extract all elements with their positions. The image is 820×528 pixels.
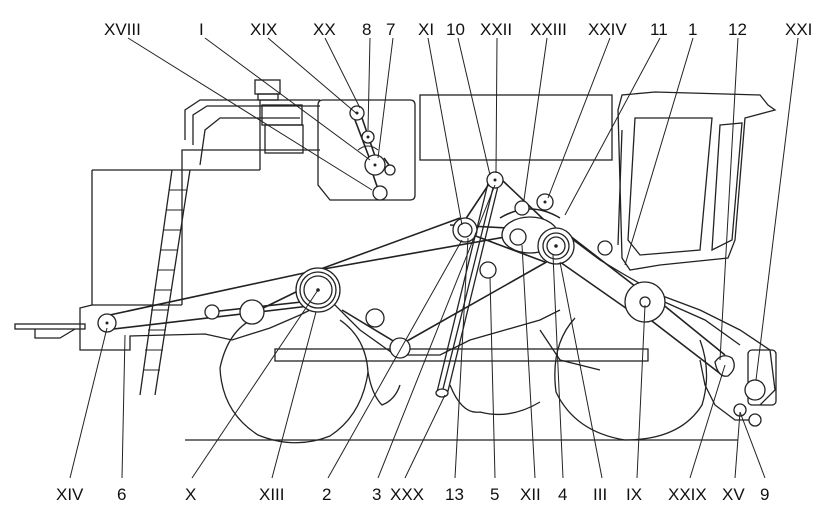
label-xviii: XVIII: [104, 20, 141, 39]
pulleys: [97, 105, 735, 377]
label-xiv: XIV: [56, 485, 84, 504]
engine-compartment: [317, 99, 416, 201]
label-xix: XIX: [250, 20, 277, 39]
label-xxiii: XXIII: [530, 20, 567, 39]
left-platform: [14, 323, 86, 339]
label-xiii: XIII: [259, 485, 285, 504]
inclined-conveyor: [435, 174, 501, 398]
drive-belts: [104, 174, 726, 376]
air-intake: [254, 79, 304, 154]
leader-lines: [69, 37, 799, 479]
label-xxix: XXIX: [668, 485, 707, 504]
handrail: [184, 99, 320, 170]
label-11: 11: [650, 20, 668, 39]
ladder: [139, 169, 191, 396]
label-xi: XI: [418, 20, 434, 39]
rear-wheel: [219, 317, 369, 444]
labels-bottom: XIV 6 X XIII 2 3 XXX 13 5 XII 4 III IX X…: [56, 485, 769, 504]
label-12: 12: [728, 20, 747, 39]
label-xx: XX: [313, 20, 336, 39]
label-iii: III: [593, 485, 607, 504]
header: [733, 349, 777, 427]
label-10: 10: [446, 20, 465, 39]
label-2: 2: [322, 485, 331, 504]
label-xv: XV: [722, 485, 745, 504]
label-8: 8: [362, 20, 371, 39]
label-4: 4: [558, 485, 567, 504]
engine-belts: [351, 111, 395, 196]
label-6: 6: [117, 485, 126, 504]
label-7: 7: [386, 20, 395, 39]
label-xxi: XXI: [785, 20, 812, 39]
label-ix: IX: [626, 485, 642, 504]
label-3: 3: [372, 485, 381, 504]
label-x: X: [185, 485, 196, 504]
underside-curve: [449, 384, 541, 416]
label-13: 13: [445, 485, 464, 504]
label-xxiv: XXIV: [588, 20, 627, 39]
label-xxii: XXII: [480, 20, 512, 39]
front-wheel: [554, 317, 708, 441]
label-xii: XII: [520, 485, 541, 504]
label-9: 9: [760, 485, 769, 504]
labels-top: XVIII I XIX XX 8 7 XI 10 XXII XXIII XXIV…: [104, 20, 812, 39]
label-1: 1: [688, 20, 697, 39]
label-5: 5: [490, 485, 499, 504]
label-xxx: XXX: [390, 485, 424, 504]
label-i: I: [199, 20, 204, 39]
cab: [617, 91, 777, 271]
rear-wheel-hub: [367, 371, 401, 406]
